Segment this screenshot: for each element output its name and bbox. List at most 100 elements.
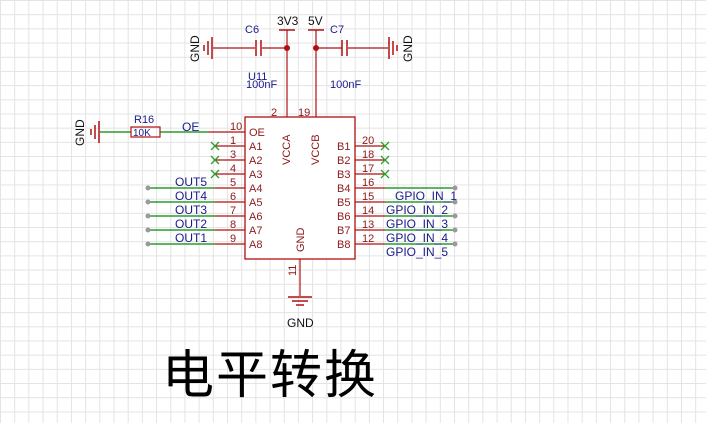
right-pin-b1: 20 B1	[337, 135, 385, 153]
net-label: OUT4	[175, 189, 207, 203]
right-pin-b4: 16 B4	[337, 177, 385, 195]
gnd-label-top-right: GND	[401, 35, 415, 62]
c7-value: 100nF	[330, 79, 361, 91]
pin-number: 17	[362, 163, 374, 175]
pin-name: A2	[249, 155, 262, 167]
right-pin-b7: 13 B7	[337, 219, 385, 237]
pin-name: A8	[249, 239, 262, 251]
right-pin-b8: 12 B8	[337, 233, 385, 251]
oe-net-label: OE	[182, 120, 199, 134]
left-pin-a5: 6 A5	[215, 191, 262, 209]
pin-name: A5	[249, 197, 262, 209]
r16-value: 10K	[133, 128, 151, 139]
3v3-label: 3V3	[277, 14, 299, 28]
gpio-in-3-net[interactable]: GPIO_IN_3	[385, 217, 458, 233]
out5-net[interactable]: OUT5	[145, 175, 216, 191]
pin-number: 15	[362, 191, 374, 203]
ground-symbol-top-left	[203, 37, 213, 59]
vccb-pin-name: VCCB	[310, 134, 322, 165]
pin-name: B1	[337, 141, 350, 153]
pin-number: 4	[230, 163, 236, 175]
out3-net[interactable]: OUT3	[145, 203, 216, 219]
right-pin-b6: 14 B6	[337, 205, 385, 223]
gnd-pin-number: 11	[287, 265, 299, 276]
net-label: OUT3	[175, 203, 207, 217]
out1-net[interactable]: OUT1	[145, 231, 216, 247]
pin-number: 6	[230, 191, 236, 203]
no-connect-a1-icon	[210, 141, 220, 151]
pin-name: B5	[337, 197, 350, 209]
left-pin-a2: 3 A2	[215, 149, 262, 167]
no-connect-b3-icon	[380, 169, 390, 179]
net-label: OUT5	[175, 175, 207, 189]
r16-ref: R16	[134, 114, 154, 126]
net-label: OUT1	[175, 231, 207, 245]
gnd-pin-name: GND	[295, 228, 307, 253]
left-pin-a4: 5 A4	[215, 177, 262, 195]
gpio-in-5-label: GPIO_IN_5	[386, 245, 448, 259]
pin-number: 3	[230, 149, 236, 161]
junction-5v	[313, 45, 319, 51]
gpio-in-2-net[interactable]: GPIO_IN_2	[385, 203, 458, 219]
pin-name: B7	[337, 225, 350, 237]
net-label: GPIO_IN_1	[395, 189, 457, 203]
right-pin-b3: 17 B3	[337, 163, 385, 181]
net-label: GPIO_IN_3	[386, 217, 448, 231]
gnd-label-top-left: GND	[188, 35, 202, 62]
pin-number: 1	[230, 135, 236, 147]
pin-number: 13	[362, 219, 374, 231]
junction-3v3	[284, 45, 290, 51]
pin-name: B8	[337, 239, 350, 251]
gpio-in-1-net[interactable]: GPIO_IN_1	[385, 189, 458, 205]
ground-symbol-top-right	[388, 37, 398, 59]
net-label: GPIO_IN_4	[386, 231, 448, 245]
pin-number: 18	[362, 149, 374, 161]
ic-body[interactable]	[244, 116, 356, 260]
pin-number: 20	[362, 135, 374, 147]
left-pin-a7: 8 A7	[215, 219, 262, 237]
left-pin-a3: 4 A3	[215, 163, 262, 181]
pin-number: 12	[362, 233, 374, 245]
gnd-label-left: GND	[73, 119, 87, 146]
pin-name: B2	[337, 155, 350, 167]
pin-name: A1	[249, 141, 262, 153]
no-connect-a3-icon	[210, 169, 220, 179]
no-connect-b2-icon	[380, 155, 390, 165]
oe-pin-number: 10	[230, 121, 242, 133]
out4-net[interactable]: OUT4	[145, 189, 216, 205]
pin-name: B4	[337, 183, 350, 195]
net-label: OUT2	[175, 217, 207, 231]
pin-name: A4	[249, 183, 262, 195]
5v-label: 5V	[308, 14, 323, 28]
pin-name: B3	[337, 169, 350, 181]
left-pin-a1: 1 A1	[215, 135, 262, 153]
pin-name: A3	[249, 169, 262, 181]
c7-ref: C7	[330, 24, 344, 36]
c6-ref: C6	[245, 24, 259, 36]
pin-name: B6	[337, 211, 350, 223]
pin-name: A7	[249, 225, 262, 237]
vcca-pin-number: 2	[271, 107, 277, 119]
page-title: 电平转换	[162, 346, 379, 406]
right-pin-b5: 15 B5	[337, 191, 385, 209]
oe-pin-name: OE	[249, 127, 265, 139]
pin-number: 7	[230, 205, 236, 217]
gpio-in-4-net[interactable]: GPIO_IN_4	[385, 231, 458, 247]
no-connect-b1-icon	[380, 141, 390, 151]
ground-symbol-left	[90, 121, 100, 143]
pin-number: 8	[230, 219, 236, 231]
vccb-pin-number: 19	[298, 107, 310, 119]
left-pin-a6: 7 A6	[215, 205, 262, 223]
out2-net[interactable]: OUT2	[145, 217, 216, 233]
pin-number: 5	[230, 177, 236, 189]
pin-name: A6	[249, 211, 262, 223]
pin-number: 9	[230, 233, 236, 245]
b4-wire[interactable]	[385, 185, 458, 191]
net-label: GPIO_IN_2	[386, 203, 448, 217]
gnd-label-bottom: GND	[287, 316, 314, 330]
pin-number: 14	[362, 205, 374, 217]
no-connect-a2-icon	[210, 155, 220, 165]
vcca-pin-name: VCCA	[281, 134, 293, 165]
